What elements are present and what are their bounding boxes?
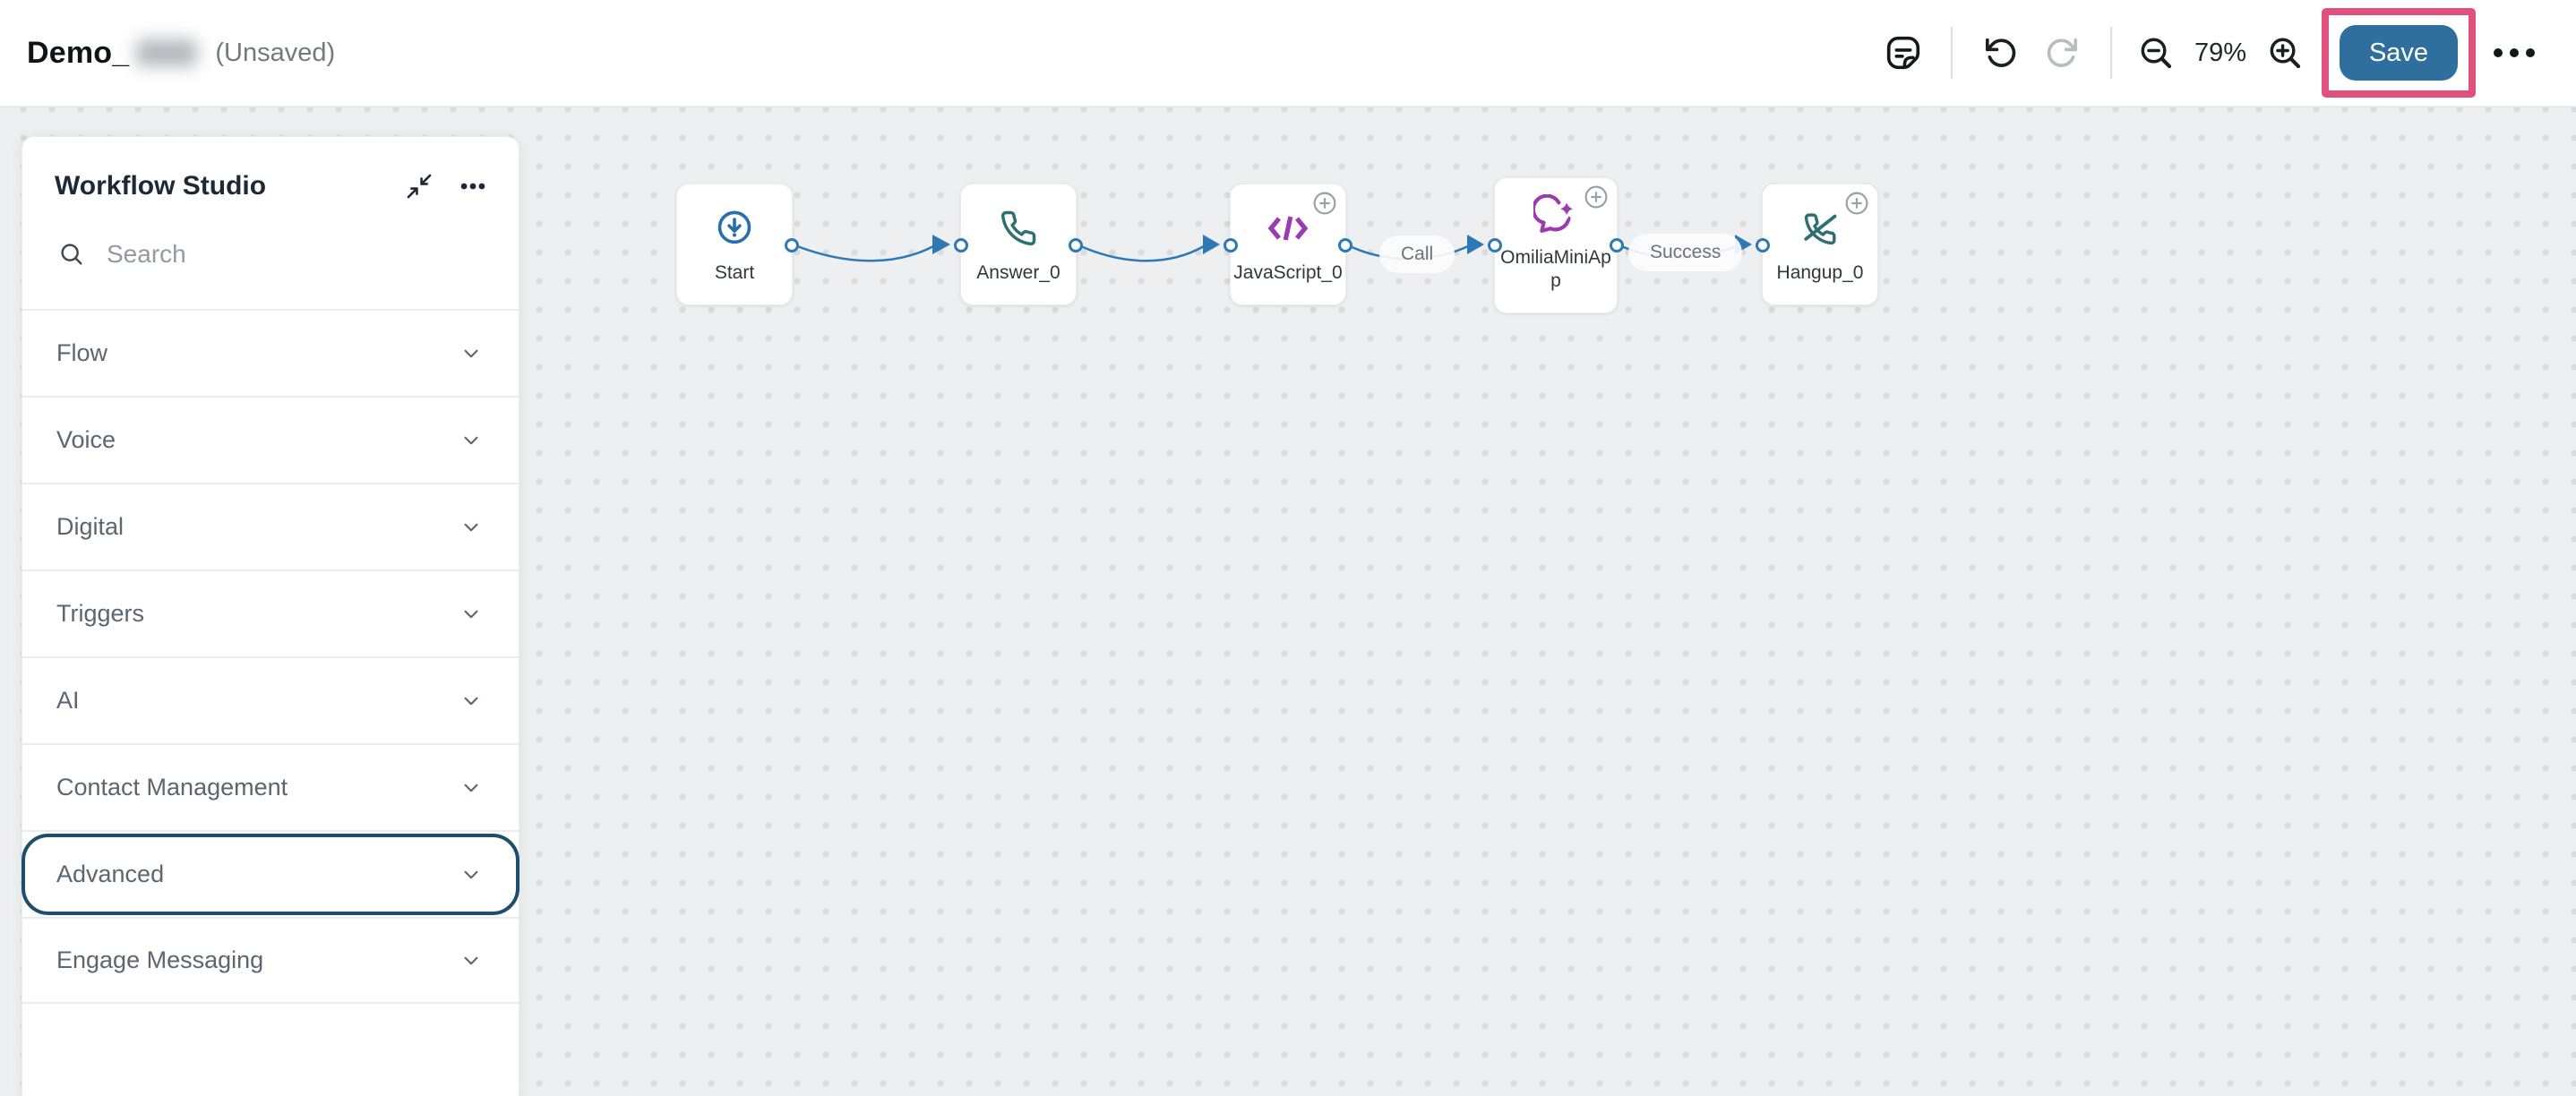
node-label: Hangup_0: [1776, 262, 1864, 283]
panel-title: Workflow Studio: [55, 171, 267, 201]
zoom-in-icon: [2266, 34, 2304, 72]
node-label: Start: [714, 262, 755, 283]
input-port[interactable]: [1224, 238, 1238, 253]
node-start[interactable]: Start: [676, 184, 799, 305]
sidebar-item-engage-messaging[interactable]: Engage Messaging: [22, 917, 519, 1004]
search-input[interactable]: [105, 239, 485, 270]
input-port[interactable]: [1488, 238, 1502, 253]
note-icon: [1883, 32, 1924, 73]
zoom-level: 79%: [2194, 38, 2246, 67]
node-label: OmiliaMiniApp: [1500, 247, 1611, 292]
chevron-down-icon: [458, 688, 485, 715]
undo-icon: [1979, 33, 2019, 73]
more-options-button[interactable]: [2494, 48, 2535, 57]
sidebar-item-flow[interactable]: Flow: [22, 309, 519, 396]
sidebar-item-advanced[interactable]: Advanced: [21, 830, 519, 917]
arrowhead-icon: [1203, 235, 1220, 254]
save-button[interactable]: Save: [2340, 25, 2458, 81]
edge-label-call[interactable]: Call: [1379, 235, 1455, 273]
sidebar-item-triggers[interactable]: Triggers: [22, 569, 519, 656]
ellipsis-icon: [458, 171, 488, 201]
annotation-highlight: Save: [2322, 8, 2476, 98]
panel-header: Workflow Studio: [22, 137, 519, 207]
zoom-out-button[interactable]: [2137, 34, 2175, 72]
node-label: JavaScript_0: [1233, 262, 1343, 283]
chevron-down-icon: [458, 775, 485, 801]
input-port[interactable]: [1756, 238, 1770, 253]
sidebar-item-contact-management[interactable]: Contact Management: [22, 743, 519, 830]
sidebar-item-digital[interactable]: Digital: [22, 483, 519, 569]
zoom-in-button[interactable]: [2266, 34, 2304, 72]
chevron-down-icon: [458, 340, 485, 367]
add-connection-icon[interactable]: [1584, 185, 1608, 209]
zoom-out-icon: [2137, 34, 2175, 72]
undo-button[interactable]: [1979, 33, 2019, 73]
chevron-down-icon: [458, 601, 485, 628]
chevron-down-icon: [458, 514, 485, 541]
node-hangup[interactable]: Hangup_0: [1756, 184, 1878, 305]
connection-answer-javascript[interactable]: [1076, 243, 1205, 262]
chat-sparkle-icon: [1533, 194, 1578, 239]
search-row: [22, 207, 519, 309]
collapse-icon: [404, 171, 434, 201]
unsaved-status: (Unsaved): [215, 38, 336, 67]
output-port[interactable]: [785, 238, 799, 253]
node-answer[interactable]: Answer_0: [954, 184, 1083, 305]
flow-title-group: Demo_ (Unsaved): [27, 36, 335, 71]
panel-menu-button[interactable]: [458, 171, 488, 201]
chevron-down-icon: [458, 947, 485, 974]
add-connection-icon[interactable]: [1845, 192, 1868, 215]
edge-label-success[interactable]: Success: [1628, 234, 1743, 271]
toolbar-actions: 79% Save: [1883, 8, 2535, 98]
page-title: Demo_: [27, 35, 130, 70]
input-port[interactable]: [954, 238, 968, 253]
start-icon: [714, 206, 755, 251]
phone-icon: [1000, 206, 1037, 251]
sidebar-item-ai[interactable]: AI: [22, 656, 519, 743]
chevron-down-icon: [458, 427, 485, 454]
toolbar-divider: [2109, 27, 2112, 79]
chevron-down-icon: [458, 861, 485, 888]
ellipsis-icon: [2494, 48, 2535, 57]
toolbar-divider: [1950, 27, 1953, 79]
output-port[interactable]: [1069, 238, 1083, 253]
top-toolbar: Demo_ (Unsaved): [0, 0, 2576, 107]
redo-button[interactable]: [2044, 33, 2083, 73]
node-omilia-mini-app[interactable]: OmiliaMiniApp: [1488, 177, 1624, 313]
code-icon: [1264, 206, 1312, 251]
output-port[interactable]: [1610, 238, 1624, 253]
output-port[interactable]: [1338, 238, 1352, 253]
phone-slash-icon: [1799, 206, 1841, 251]
node-label: Answer_0: [976, 262, 1060, 283]
add-connection-icon[interactable]: [1313, 192, 1336, 215]
node-javascript[interactable]: JavaScript_0: [1224, 184, 1352, 305]
workflow-studio-panel: Workflow Studio: [21, 136, 519, 1096]
notes-button[interactable]: [1883, 32, 1924, 73]
redo-icon: [2044, 33, 2083, 73]
arrowhead-icon: [932, 235, 950, 254]
redacted-title-text: [136, 39, 198, 66]
sidebar-item-voice[interactable]: Voice: [22, 396, 519, 483]
collapse-panel-button[interactable]: [404, 171, 434, 201]
connection-start-answer[interactable]: [792, 243, 934, 262]
arrowhead-icon: [1467, 235, 1484, 254]
search-icon: [58, 241, 85, 268]
